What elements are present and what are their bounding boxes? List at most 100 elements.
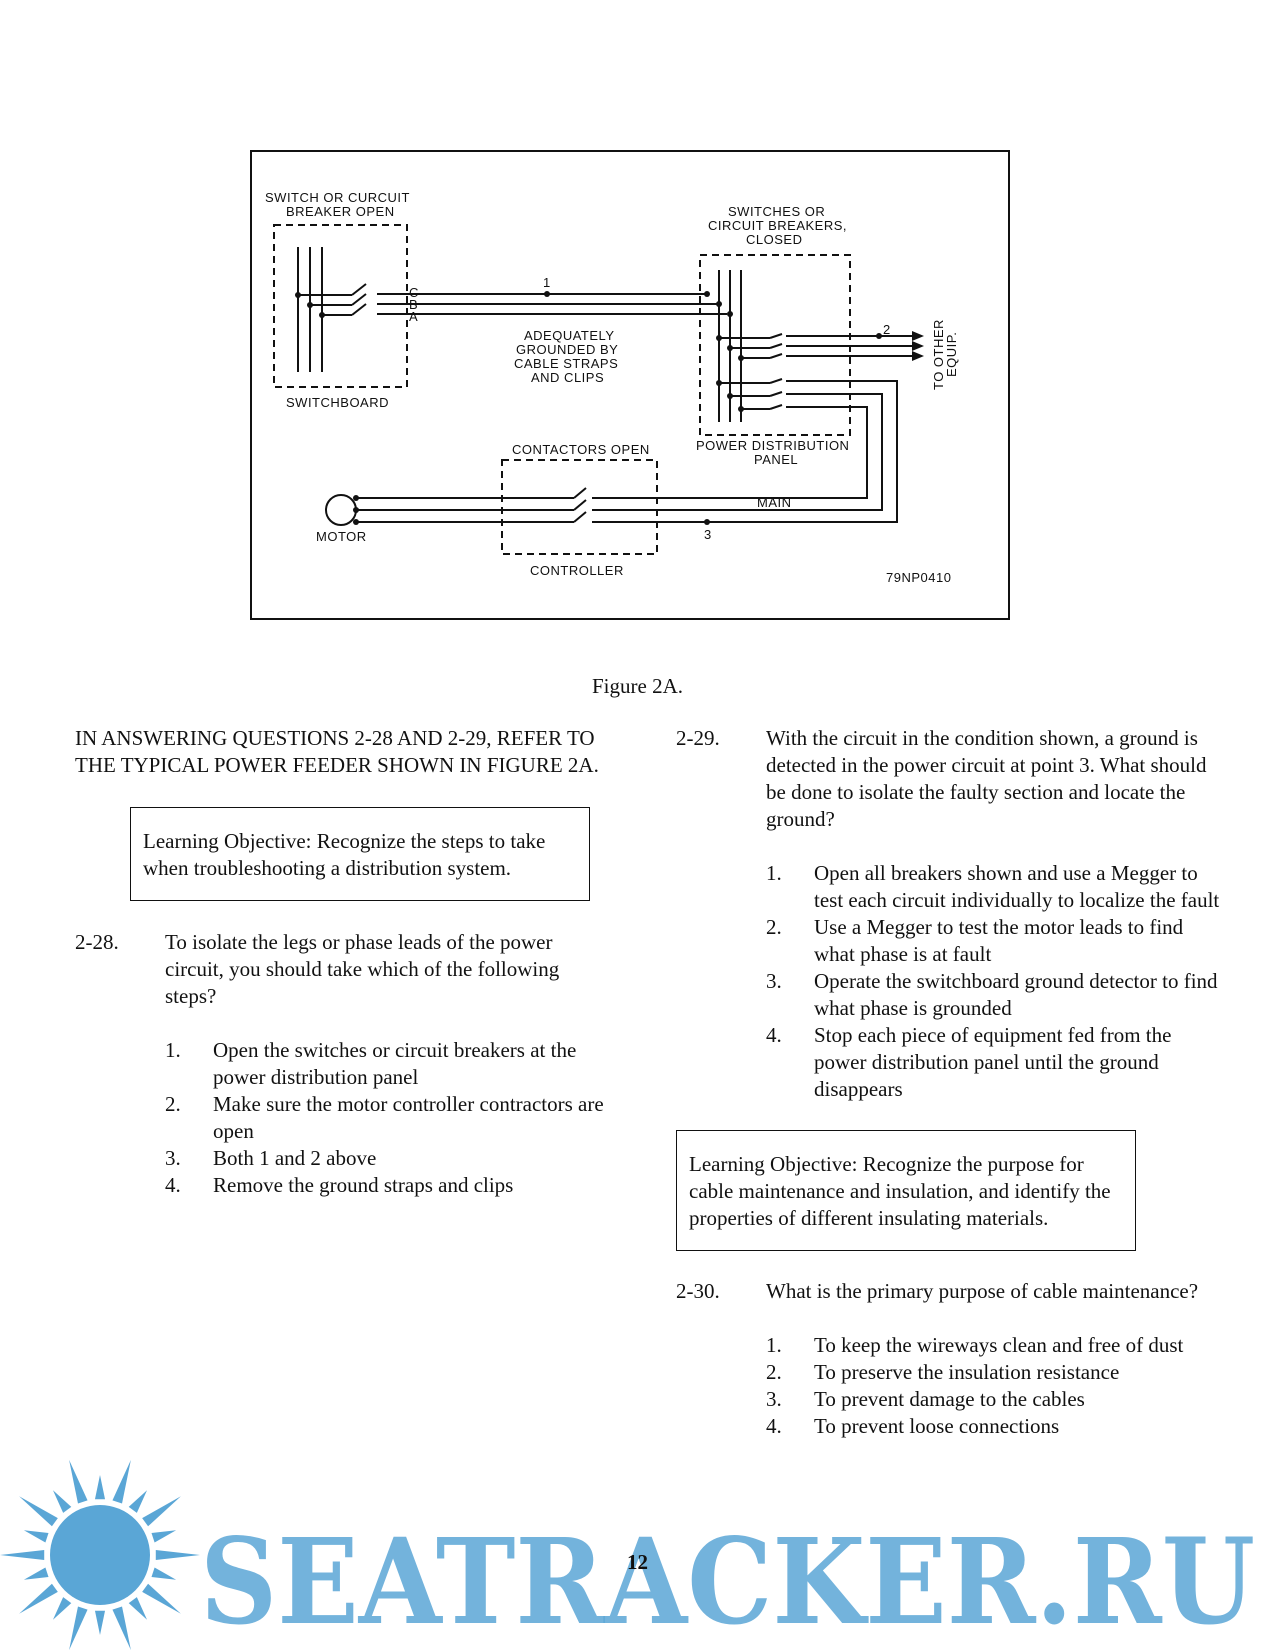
sun-ray [52, 1597, 72, 1620]
sun-ray [151, 1567, 177, 1580]
label-point-3: 3 [704, 527, 712, 542]
right-column: 2-29. With the circuit in the condition … [676, 725, 1226, 1440]
option-number: 1. [766, 1333, 782, 1357]
power-feeder-schematic: SWITCH OR CURCUIT BREAKER OPEN SWITCHBOA… [265, 190, 959, 585]
answer-option[interactable]: 2. Use a Megger to test the motor leads … [766, 914, 1226, 968]
label-switchboard: SWITCHBOARD [286, 395, 389, 410]
question-2-29: 2-29. With the circuit in the condition … [676, 725, 1226, 1103]
label-switches-closed-line2: CIRCUIT BREAKERS, [708, 218, 847, 233]
power-distribution-panel-box [699, 254, 851, 436]
sun-ray [151, 1530, 177, 1543]
label-point-1: 1 [543, 275, 551, 290]
option-number: 4. [165, 1173, 181, 1197]
learning-objective-box: Learning Objective: Recognize the steps … [130, 807, 590, 901]
label-grounded-line1: ADEQUATELY [524, 328, 614, 343]
figure-caption: Figure 2A. [592, 674, 683, 698]
option-number: 2. [766, 1360, 782, 1384]
option-number: 1. [165, 1038, 181, 1062]
label-to-other-equip-line1: TO OTHER [931, 319, 946, 390]
answer-option[interactable]: 2. To preserve the insulation resistance [766, 1359, 1226, 1386]
option-number: 3. [766, 1387, 782, 1411]
label-phase-b: B [409, 297, 418, 312]
sun-ray [155, 1549, 200, 1561]
question-text: With the circuit in the condition shown,… [766, 726, 1207, 831]
option-number: 2. [165, 1092, 181, 1116]
question-text: To isolate the legs or phase leads of th… [165, 930, 560, 1008]
label-phase-c: C [409, 285, 419, 300]
label-figure-id: 79NP0410 [886, 570, 951, 585]
option-text: Stop each piece of equipment fed from th… [814, 1023, 1172, 1101]
sun-icon [0, 1459, 200, 1650]
sun-ray [23, 1530, 49, 1543]
label-pdp-line2: PANEL [754, 452, 798, 467]
answer-options: 1. Open all breakers shown and use a Meg… [766, 860, 1226, 1103]
option-text: Use a Megger to test the motor leads to … [814, 915, 1184, 966]
sun-ray [142, 1583, 181, 1614]
option-text: To prevent loose connections [814, 1414, 1060, 1438]
label-main: MAIN [757, 495, 792, 510]
learning-objective-box: Learning Objective: Recognize the purpos… [676, 1130, 1136, 1251]
option-text: Operate the switchboard ground detector … [814, 969, 1218, 1020]
sun-ray [128, 1597, 148, 1620]
answer-option[interactable]: 3. Both 1 and 2 above [165, 1145, 615, 1172]
option-number: 1. [766, 861, 782, 885]
answer-option[interactable]: 2. Make sure the motor controller contra… [165, 1091, 615, 1145]
sun-ray [69, 1459, 88, 1504]
label-grounded-line2: GROUNDED BY [516, 342, 618, 357]
sun-ray [112, 1459, 131, 1504]
label-contactors-open: CONTACTORS OPEN [512, 442, 650, 457]
sun-ray [19, 1583, 58, 1614]
sun-ray [52, 1490, 72, 1513]
figure-2a-diagram: SWITCH OR CURCUIT BREAKER OPEN SWITCHBOA… [250, 150, 1010, 620]
left-column: IN ANSWERING QUESTIONS 2-28 AND 2-29, RE… [75, 725, 615, 1199]
sun-ray [69, 1606, 88, 1650]
sun-ray [23, 1567, 49, 1580]
option-text: To keep the wireways clean and free of d… [814, 1333, 1184, 1357]
question-number: 2-30. [676, 1279, 720, 1303]
sun-ray [142, 1496, 181, 1527]
answer-option[interactable]: 1. Open all breakers shown and use a Meg… [766, 860, 1226, 914]
page-number: 12 [627, 1550, 648, 1574]
label-switches-closed-line1: SWITCHES OR [728, 204, 825, 219]
option-text: Open all breakers shown and use a Megger… [814, 861, 1220, 912]
option-text: Remove the ground straps and clips [213, 1173, 514, 1197]
sun-ray [94, 1610, 106, 1635]
learning-objective-text: Learning Objective: Recognize the steps … [143, 829, 546, 880]
option-text: To preserve the insulation resistance [814, 1360, 1120, 1384]
label-grounded-line3: CABLE STRAPS [514, 356, 618, 371]
option-number: 4. [766, 1023, 782, 1047]
answer-options: 1. Open the switches or circuit breakers… [165, 1037, 615, 1199]
question-number: 2-28. [75, 930, 119, 954]
sun-ray [128, 1490, 148, 1513]
controller-box [501, 459, 658, 555]
seatracker-watermark: SEATRACKER.RU [0, 1459, 1255, 1650]
answer-option[interactable]: 3. To prevent damage to the cables [766, 1386, 1226, 1413]
answer-option[interactable]: 4. Remove the ground straps and clips [165, 1172, 615, 1199]
answer-option[interactable]: 4. To prevent loose connections [766, 1413, 1226, 1440]
option-text: To prevent damage to the cables [814, 1387, 1085, 1411]
watermark-text: SEATRACKER.RU [200, 1512, 1255, 1650]
switchboard-box [273, 224, 408, 388]
label-controller: CONTROLLER [530, 563, 624, 578]
label-phase-a: A [409, 309, 418, 324]
question-text: What is the primary purpose of cable mai… [766, 1279, 1199, 1303]
option-text: Make sure the motor controller contracto… [213, 1092, 604, 1143]
answer-option[interactable]: 1. Open the switches or circuit breakers… [165, 1037, 615, 1091]
label-pdp-line1: POWER DISTRIBUTION [696, 438, 849, 453]
sun-ray [0, 1549, 45, 1561]
label-switch-open-line1: SWITCH OR CURCUIT [265, 190, 410, 205]
label-switch-open-line2: BREAKER OPEN [286, 204, 395, 219]
label-switches-closed-line3: CLOSED [746, 232, 802, 247]
label-motor: MOTOR [316, 529, 367, 544]
sun-ray [19, 1496, 58, 1527]
learning-objective-text: Learning Objective: Recognize the purpos… [689, 1152, 1111, 1230]
question-2-30: 2-30. What is the primary purpose of cab… [676, 1278, 1226, 1440]
label-point-2: 2 [883, 322, 891, 337]
option-number: 3. [165, 1146, 181, 1170]
question-2-28: 2-28. To isolate the legs or phase leads… [75, 929, 615, 1199]
answer-option[interactable]: 1. To keep the wireways clean and free o… [766, 1332, 1226, 1359]
option-number: 3. [766, 969, 782, 993]
instructions-text: IN ANSWERING QUESTIONS 2-28 AND 2-29, RE… [75, 726, 599, 777]
answer-option[interactable]: 4. Stop each piece of equipment fed from… [766, 1022, 1226, 1103]
answer-option[interactable]: 3. Operate the switchboard ground detect… [766, 968, 1226, 1022]
